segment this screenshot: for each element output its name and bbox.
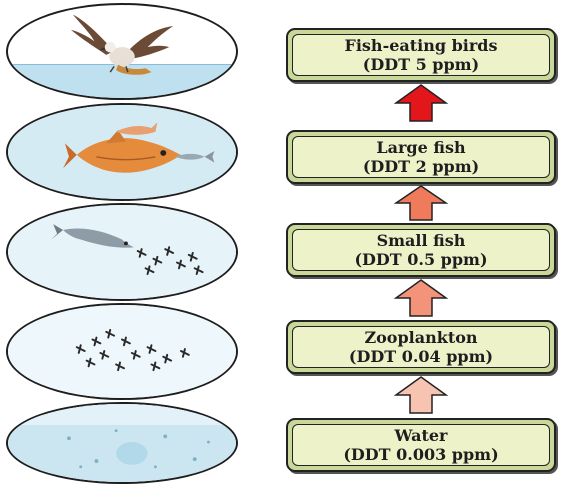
arrow-up-icon (394, 84, 448, 122)
box-inner-frame (292, 229, 550, 271)
zooplankton-icon (8, 305, 236, 398)
level-ddt: (DDT 2 ppm) (362, 157, 480, 176)
circle-birds (6, 3, 238, 100)
circle-zooplankton (6, 303, 238, 400)
level-ddt: (DDT 5 ppm) (362, 55, 480, 74)
level-text: Water (DDT 0.003 ppm) (343, 426, 498, 464)
small-fish-icon (8, 205, 236, 299)
level-box-water: Water (DDT 0.003 ppm) (286, 418, 556, 472)
level-box-small-fish: Small fish (DDT 0.5 ppm) (286, 223, 556, 277)
arrow-shape (394, 376, 448, 414)
arrow-up-icon (394, 185, 448, 221)
arrow-up-icon (394, 376, 448, 414)
level-name: Water (394, 426, 448, 445)
arrow-shape (394, 84, 448, 122)
level-box-birds: Fish-eating birds (DDT 5 ppm) (286, 28, 556, 82)
level-name: Fish-eating birds (344, 36, 498, 55)
bird-icon (8, 14, 236, 98)
arrow-shape (394, 185, 448, 221)
level-text: Fish-eating birds (DDT 5 ppm) (344, 36, 497, 74)
box-inner-frame (292, 424, 550, 466)
level-text: Large fish (DDT 2 ppm) (363, 138, 479, 176)
level-ddt: (DDT 0.5 ppm) (354, 250, 488, 269)
level-ddt: (DDT 0.003 ppm) (343, 445, 499, 464)
level-text: Zooplankton (DDT 0.04 ppm) (349, 328, 493, 366)
box-inner-frame (292, 34, 550, 76)
level-ddt: (DDT 0.04 ppm) (348, 347, 494, 366)
level-name: Zooplankton (364, 328, 478, 347)
box-inner-frame (292, 326, 550, 368)
arrow-shape (394, 279, 448, 317)
level-box-zooplankton: Zooplankton (DDT 0.04 ppm) (286, 320, 556, 374)
level-box-large-fish: Large fish (DDT 2 ppm) (286, 130, 556, 184)
circle-water (6, 402, 238, 484)
level-name: Small fish (376, 231, 466, 250)
circle-large-fish (6, 103, 238, 201)
level-text: Small fish (DDT 0.5 ppm) (354, 231, 487, 269)
water-icon (8, 404, 236, 482)
box-inner-frame (292, 136, 550, 178)
circle-small-fish (6, 203, 238, 301)
arrow-up-icon (394, 279, 448, 317)
large-fish-icon (8, 105, 236, 199)
level-name: Large fish (376, 138, 466, 157)
